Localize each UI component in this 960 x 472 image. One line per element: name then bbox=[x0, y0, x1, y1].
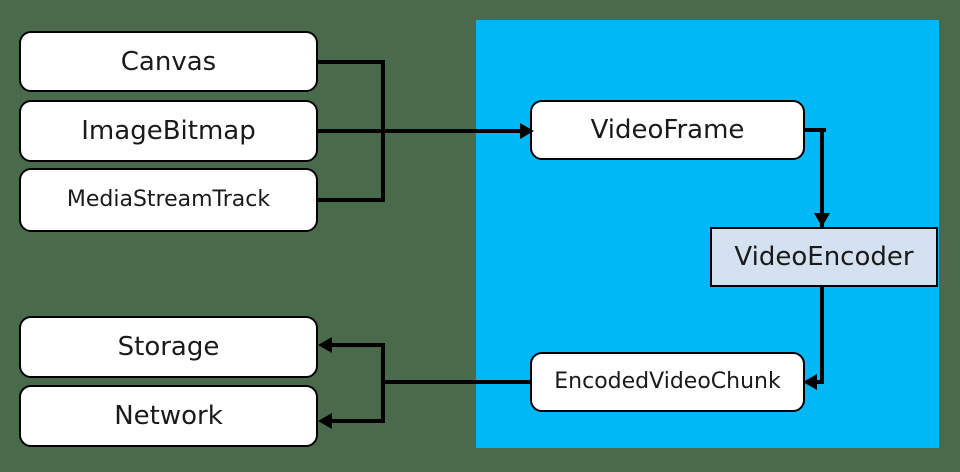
arrowhead-into-encodedvideochunk bbox=[803, 374, 817, 390]
edge-mediastreamtrack-to-bus bbox=[318, 198, 385, 202]
edge-imagebitmap-to-bus bbox=[318, 129, 385, 133]
arrowhead-into-videoframe bbox=[520, 123, 534, 139]
edge-canvas-to-bus bbox=[318, 60, 385, 64]
node-mediastreamtrack[interactable]: MediaStreamTrack bbox=[19, 168, 318, 232]
node-videoencoder[interactable]: VideoEncoder bbox=[710, 227, 938, 287]
edge-output-bus-spine bbox=[381, 343, 385, 423]
arrowhead-into-network bbox=[318, 413, 332, 429]
edge-videoencoder-down bbox=[820, 287, 824, 384]
edge-chunk-out bbox=[385, 380, 532, 384]
edge-bus-to-videoframe bbox=[381, 129, 526, 133]
arrowhead-into-storage bbox=[318, 337, 332, 353]
edge-bus-to-storage bbox=[332, 343, 385, 347]
node-videoframe[interactable]: VideoFrame bbox=[530, 100, 805, 160]
node-encodedvideochunk[interactable]: EncodedVideoChunk bbox=[530, 352, 805, 412]
node-canvas[interactable]: Canvas bbox=[19, 31, 318, 92]
edge-bus-to-network bbox=[332, 419, 385, 423]
node-network[interactable]: Network bbox=[19, 385, 318, 447]
edge-videoframe-to-videoencoder bbox=[820, 128, 824, 229]
arrowhead-into-videoencoder bbox=[814, 213, 830, 227]
node-storage[interactable]: Storage bbox=[19, 316, 318, 378]
edge-videoframe-out bbox=[805, 128, 826, 132]
node-imagebitmap[interactable]: ImageBitmap bbox=[19, 100, 318, 162]
